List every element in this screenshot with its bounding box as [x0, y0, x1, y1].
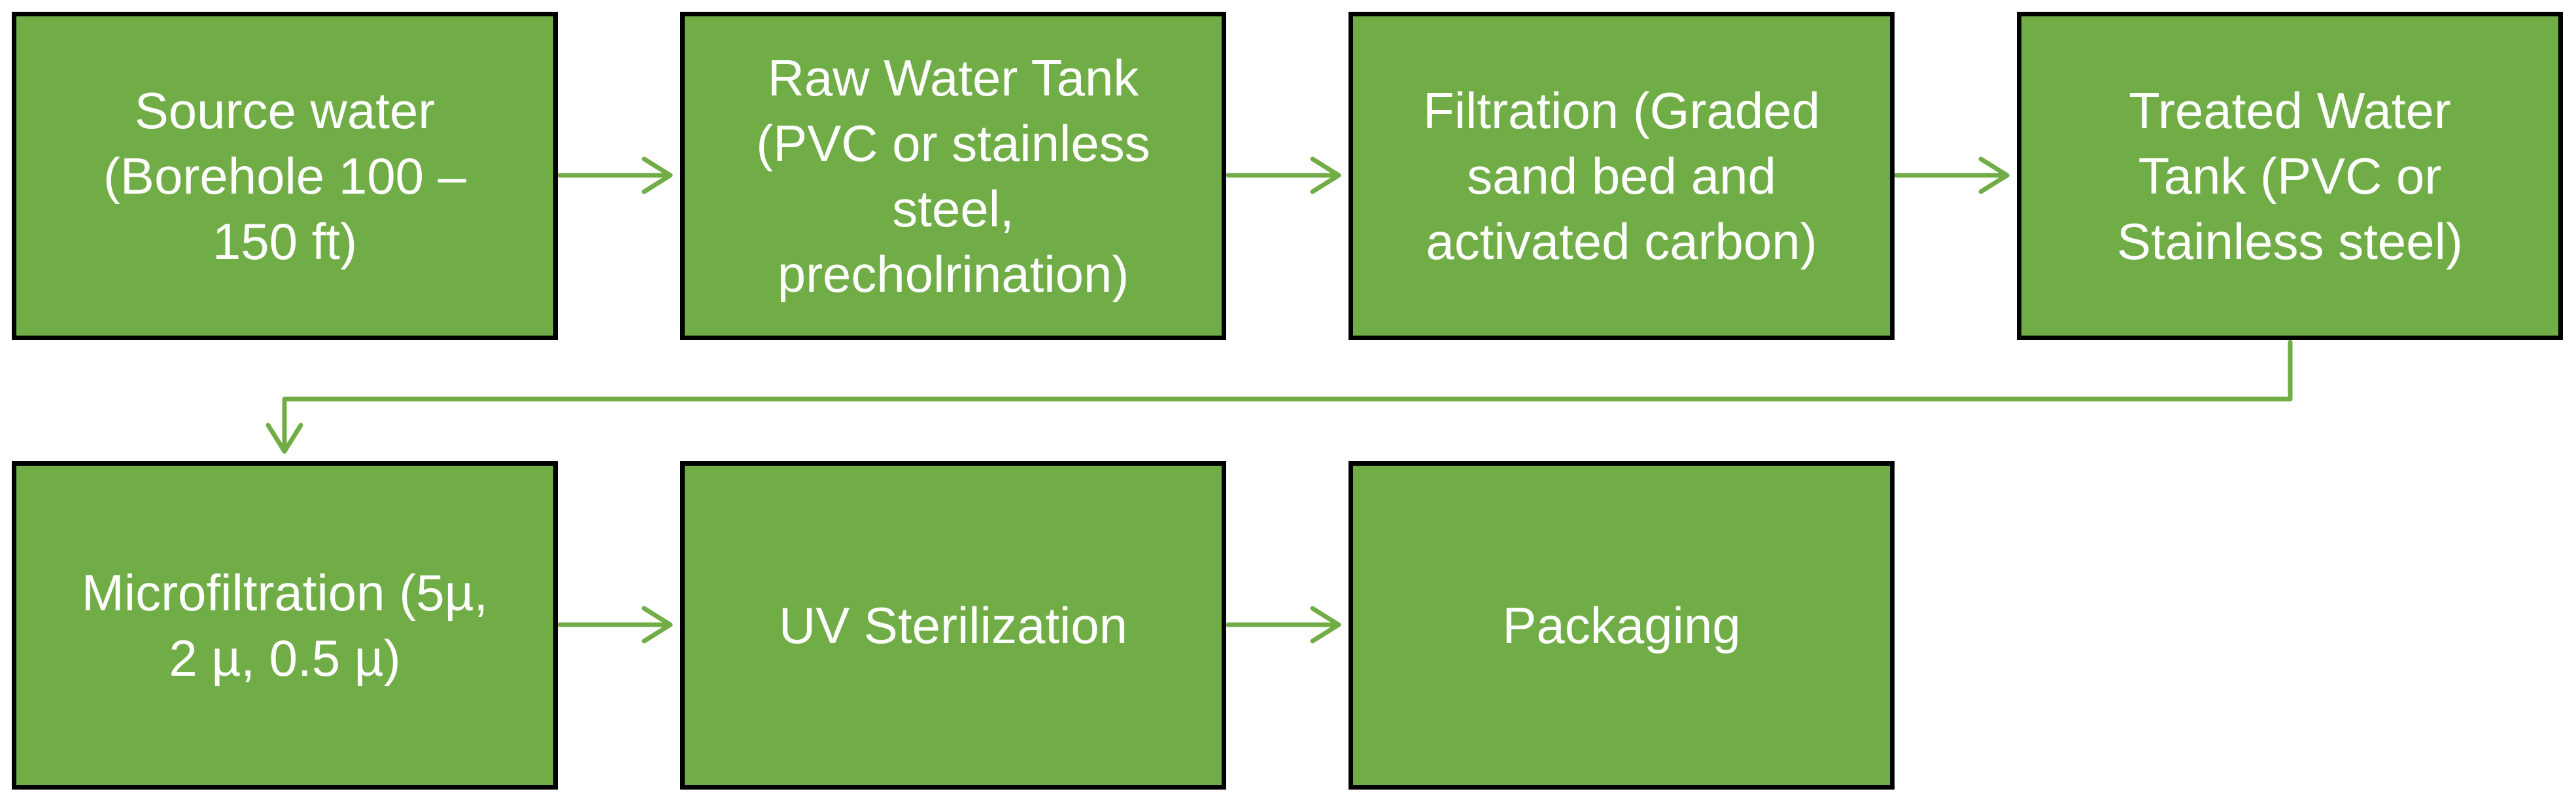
step-packaging: Packaging — [1348, 461, 1895, 790]
step-label: Raw Water Tank (PVC or stainless steel, … — [756, 49, 1150, 303]
step-source-water: Source water (Borehole 100 – 150 ft) — [12, 12, 558, 340]
step-label: UV Sterilization — [778, 597, 1128, 654]
step-filtration: Filtration (Graded sand bed and activate… — [1348, 12, 1895, 340]
step-label: Microfiltration (5µ, 2 µ, 0.5 µ) — [81, 564, 489, 687]
step-microfiltration: Microfiltration (5µ, 2 µ, 0.5 µ) — [12, 461, 558, 790]
arrow-filtration-to-treated-tank — [1894, 156, 2010, 194]
arrow-source-to-raw-tank — [557, 156, 673, 194]
arrow-microfiltration-to-uv — [557, 606, 673, 644]
step-uv-sterilization: UV Sterilization — [680, 461, 1226, 790]
arrow-uv-to-packaging — [1226, 606, 1341, 644]
step-raw-water-tank: Raw Water Tank (PVC or stainless steel, … — [680, 12, 1226, 340]
step-label: Packaging — [1502, 597, 1741, 654]
step-label: Treated Water Tank (PVC or Stainless ste… — [2117, 82, 2463, 270]
step-treated-water-tank: Treated Water Tank (PVC or Stainless ste… — [2017, 12, 2563, 340]
arrow-raw-tank-to-filtration — [1226, 156, 1341, 194]
step-label: Source water (Borehole 100 – 150 ft) — [103, 82, 467, 270]
arrow-treated-tank-to-microfiltration — [266, 340, 2293, 454]
step-label: Filtration (Graded sand bed and activate… — [1423, 82, 1820, 270]
